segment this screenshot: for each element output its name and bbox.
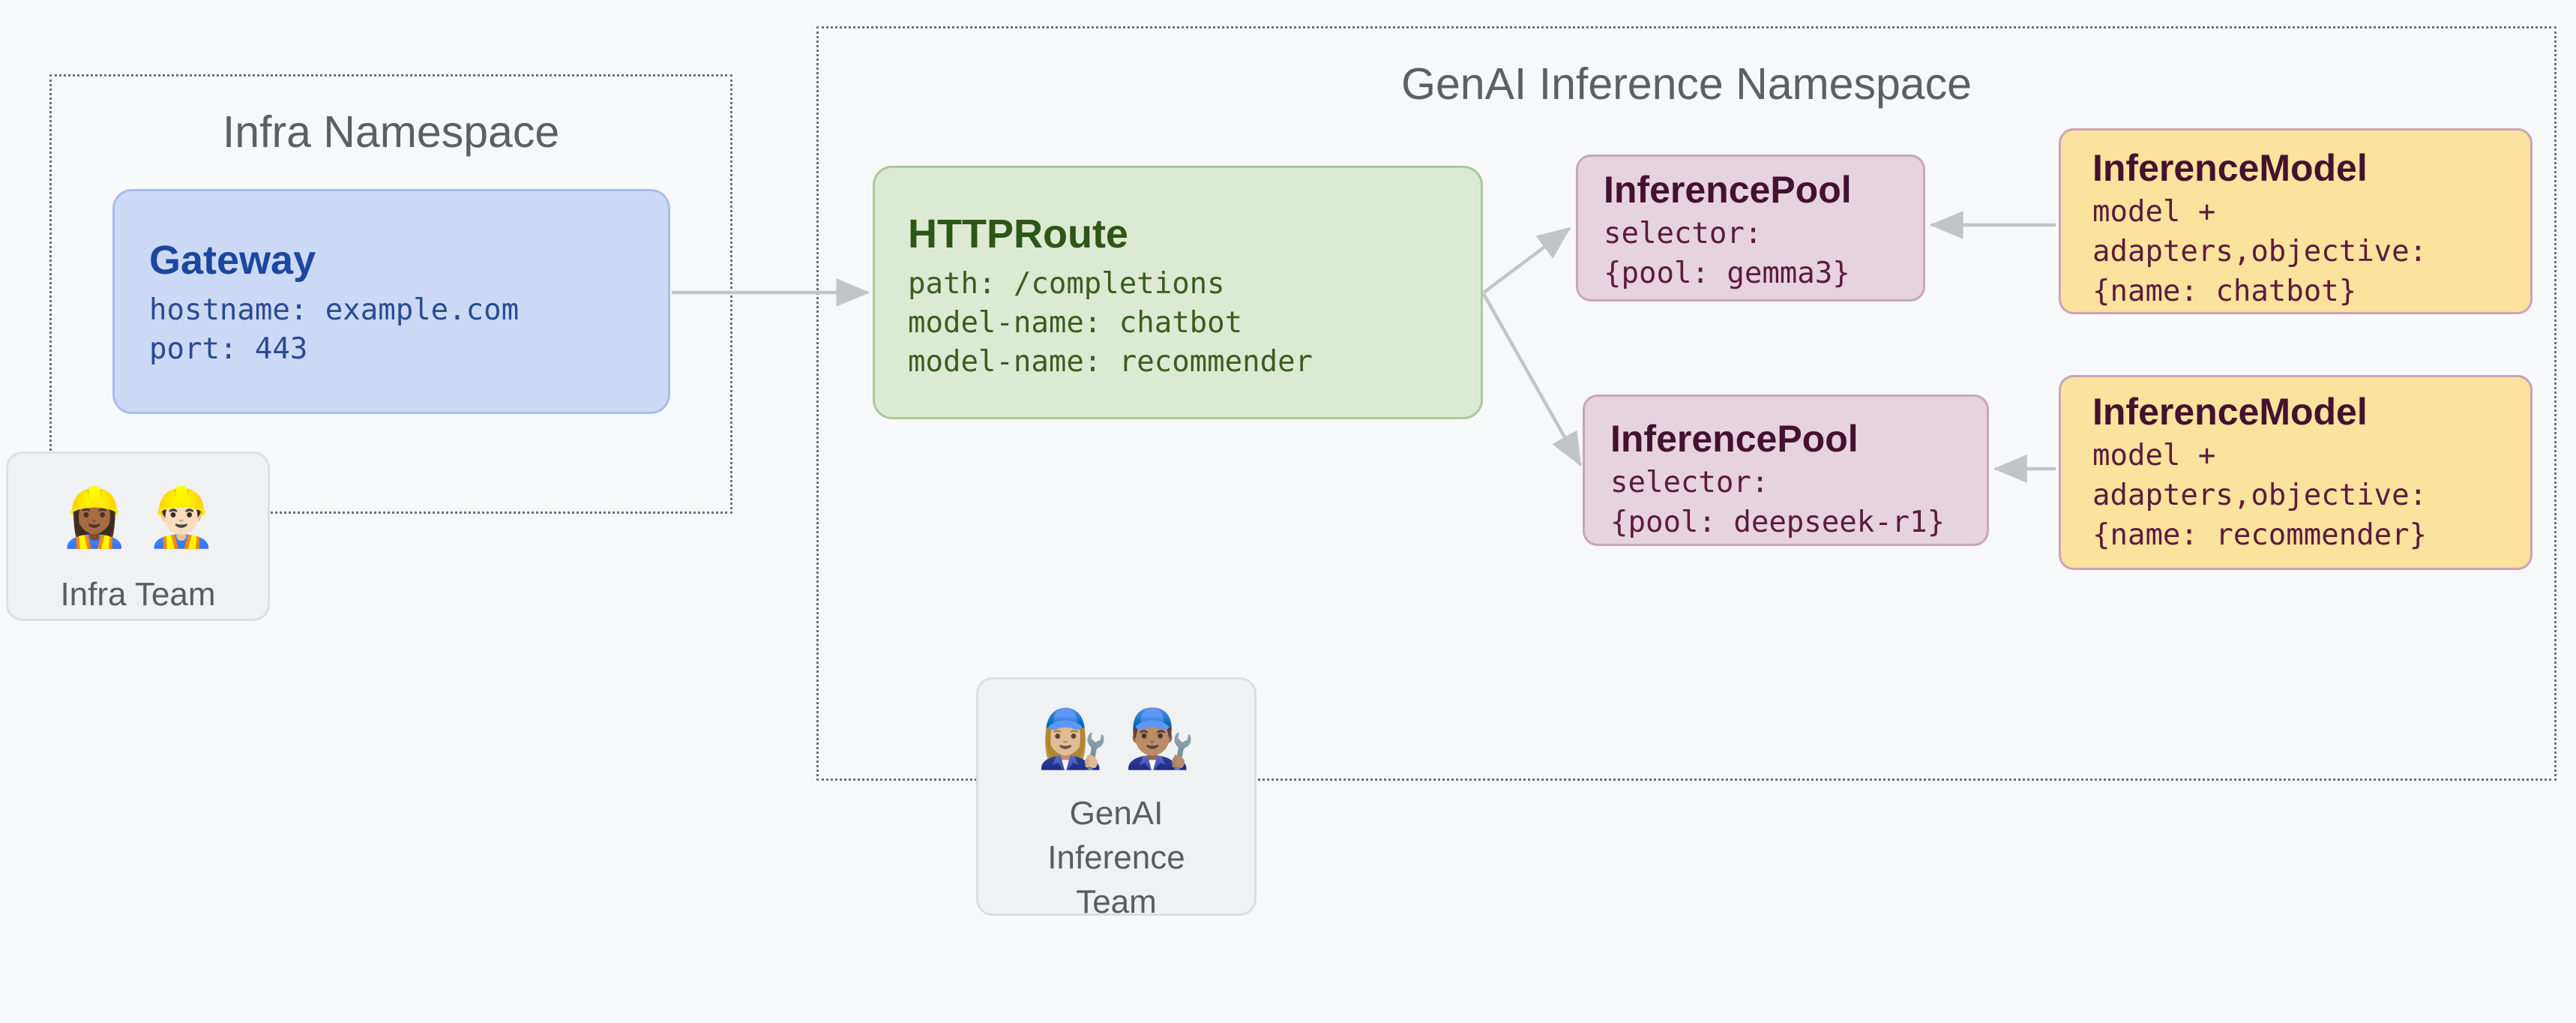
gateway-port-line: port: 443 <box>149 332 308 367</box>
inferencepool-gemma3-selector-line: selector: <box>1604 217 1763 250</box>
gateway-node: Gateway hostname: example.com port: 443 <box>112 189 670 414</box>
inferencepool-gemma3-node: InferencePool selector: {pool: gemma3} <box>1576 154 1925 302</box>
infra-namespace-box: Infra Namespace <box>49 74 732 514</box>
httproute-modelname-recommender-line: model-name: recommender <box>908 345 1313 380</box>
inferencepool-deepseek-r1-selector-line: selector: <box>1610 466 1769 500</box>
inferencepool-deepseek-r1-node: InferencePool selector: {pool: deepseek-… <box>1583 394 1989 546</box>
httproute-title: HTTPRoute <box>908 212 1128 256</box>
genai-team-label-line-3: Team <box>1076 884 1157 920</box>
genai-team-label-line-1: GenAI <box>1069 795 1164 832</box>
inferencepool-deepseek-r1-pool-line: {pool: deepseek-r1} <box>1610 506 1945 540</box>
infra-namespace-title: Infra Namespace <box>222 107 560 157</box>
gateway-hostname-line: hostname: example.com <box>149 292 520 327</box>
httproute-node: HTTPRoute path: /completions model-name:… <box>873 166 1483 419</box>
inferencemodel-chatbot-name-line: {name: chatbot} <box>2092 274 2357 309</box>
inferencepool-deepseek-r1-title: InferencePool <box>1610 418 1859 460</box>
gateway-title: Gateway <box>149 238 316 283</box>
inferencemodel-chatbot-title: InferenceModel <box>2092 147 2368 189</box>
inferencemodel-chatbot-node: InferenceModel model + adapters,objectiv… <box>2059 128 2533 314</box>
genai-inference-team-box: 👩🏼‍🔧 👨🏽‍🔧 GenAI Inference Team <box>976 677 1257 920</box>
genai-namespace-box: GenAI Inference Namespace <box>816 26 2557 781</box>
infra-team-label: Infra Team <box>60 576 216 613</box>
mechanics-emoji: 👩🏼‍🔧 👨🏽‍🔧 <box>1037 707 1196 771</box>
inferencemodel-chatbot-model-line: model + <box>2092 195 2216 229</box>
httproute-path-line: path: /completions <box>908 266 1225 301</box>
inferencemodel-recommender-name-line: {name: recommender} <box>2092 518 2428 553</box>
inferencemodel-chatbot-adapters-line: adapters,objective: <box>2092 235 2428 269</box>
genai-team-label-line-2: Inference <box>1047 839 1185 876</box>
construction-workers-emoji: 👷🏾‍♀️ 👷🏻‍♂️ <box>58 486 217 550</box>
infra-team-box: 👷🏾‍♀️ 👷🏻‍♂️ Infra Team <box>6 452 270 621</box>
inferencemodel-recommender-title: InferenceModel <box>2092 391 2368 433</box>
inferencepool-gemma3-pool-line: {pool: gemma3} <box>1604 256 1850 291</box>
genai-namespace-title: GenAI Inference Namespace <box>1401 59 1972 109</box>
httproute-modelname-chatbot-line: model-name: chatbot <box>908 306 1243 340</box>
inferencemodel-recommender-model-line: model + <box>2092 439 2216 472</box>
inferencemodel-recommender-adapters-line: adapters,objective: <box>2092 478 2428 513</box>
inferencepool-gemma3-title: InferencePool <box>1604 169 1852 211</box>
inferencemodel-recommender-node: InferenceModel model + adapters,objectiv… <box>2059 375 2533 570</box>
